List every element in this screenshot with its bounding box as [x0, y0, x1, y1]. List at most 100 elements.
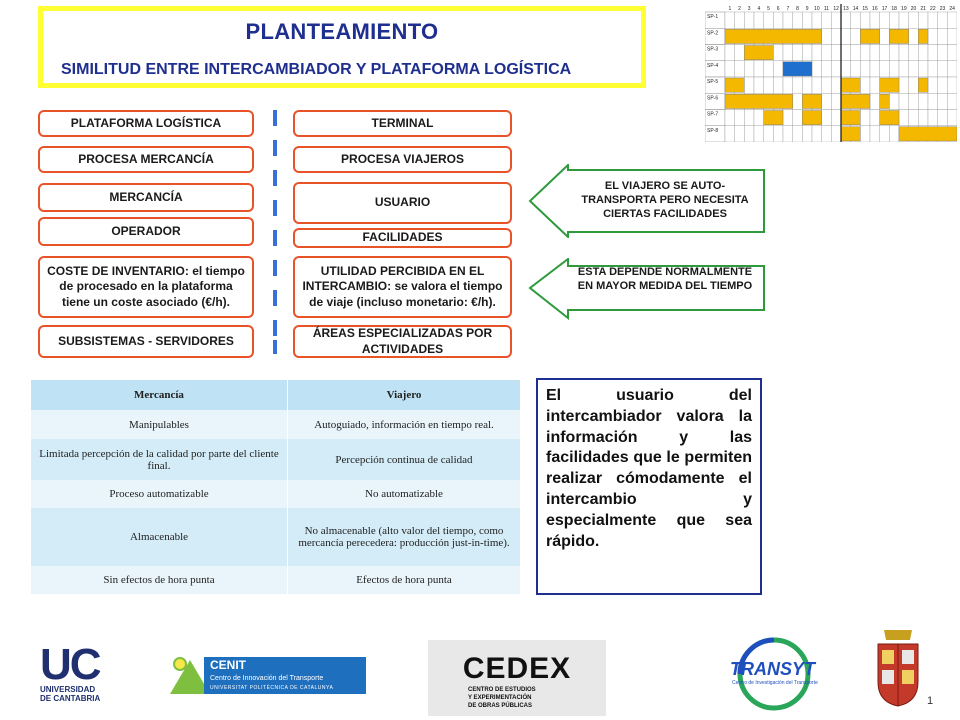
- summary-note: El usuario del intercambiador valora la …: [536, 378, 762, 595]
- gantt-cell: [763, 60, 774, 78]
- gantt-cell: [937, 109, 948, 126]
- gantt-cell: [782, 44, 793, 61]
- gantt-cell: [898, 76, 909, 94]
- gantt-cell: [792, 44, 803, 61]
- gantt-cell: [927, 93, 938, 110]
- callout-text-1: EL VIAJERO SE AUTO-TRANSPORTA PERO NECES…: [581, 180, 749, 220]
- gantt-cell: [840, 11, 851, 29]
- cedex-logo-line1: CENTRO DE ESTUDIOS: [468, 687, 536, 693]
- gantt-bar: [763, 110, 784, 125]
- cenit-logo-name: CENIT: [210, 658, 246, 672]
- gantt-cell: [821, 93, 832, 110]
- gantt-cell: [811, 125, 822, 143]
- gantt-cell: [821, 109, 832, 126]
- gantt-column-label: 14: [853, 6, 859, 12]
- left-box-coste-inventario: COSTE DE INVENTARIO: el tiempo de proces…: [38, 256, 254, 318]
- gantt-cell: [947, 28, 958, 45]
- gantt-cell: [850, 11, 861, 29]
- gantt-cell: [753, 60, 764, 78]
- gantt-column-label: 20: [911, 6, 917, 12]
- table-cell: Almacenable: [31, 508, 288, 566]
- gantt-column-label: 17: [882, 6, 888, 12]
- gantt-cell: [802, 44, 813, 61]
- gantt-cell: [869, 76, 880, 94]
- gantt-cell: [908, 28, 919, 45]
- gantt-column-label: 13: [843, 6, 849, 12]
- gantt-cell: [753, 109, 764, 126]
- gantt-cell: [908, 60, 919, 78]
- cenit-logo: CENIT Centro de Innovación del Transport…: [168, 654, 368, 696]
- gantt-bar: [840, 126, 861, 142]
- coat-of-arms-logo: [870, 626, 926, 708]
- gantt-cell: [879, 11, 890, 29]
- gantt-cell: [879, 28, 890, 45]
- gantt-cell: [908, 44, 919, 61]
- table-cell: Percepción continua de calidad: [287, 439, 520, 480]
- gantt-cell: [763, 76, 774, 94]
- gantt-cell: [860, 76, 871, 94]
- transyt-logo-name: TRANSYT: [730, 659, 815, 679]
- table-header: Viajero: [287, 380, 520, 410]
- gantt-bar: [724, 94, 793, 109]
- gantt-column-label: 16: [872, 6, 878, 12]
- gantt-bar: [879, 110, 900, 125]
- gantt-cell: [918, 44, 929, 61]
- uc-logo: UC UNIVERSIDAD DE CANTABRIA: [40, 643, 118, 715]
- divider-dash: [273, 290, 277, 306]
- gantt-cell: [869, 109, 880, 126]
- gantt-cell: [937, 28, 948, 45]
- gantt-bar: [802, 110, 822, 125]
- cedex-logo: CEDEX CENTRO DE ESTUDIOS Y EXPERIMENTACI…: [428, 640, 606, 716]
- gantt-cell: [724, 109, 735, 126]
- gantt-cell: [763, 11, 774, 29]
- gantt-row-label: SP-7: [707, 112, 718, 118]
- gantt-cell: [860, 60, 871, 78]
- callout-text-2: ESTA DEPENDE NORMALMENTE EN MAYOR MEDIDA…: [577, 266, 753, 292]
- gantt-cell: [898, 93, 909, 110]
- gantt-cell: [773, 11, 784, 29]
- gantt-cell: [821, 44, 832, 61]
- gantt-cell: [918, 93, 929, 110]
- gantt-cell: [937, 44, 948, 61]
- gantt-cell: [937, 11, 948, 29]
- gantt-bar: [840, 77, 861, 93]
- gantt-cell: [947, 109, 958, 126]
- gantt-column-label: 24: [949, 6, 955, 12]
- gantt-cell: [753, 76, 764, 94]
- gantt-cell: [898, 109, 909, 126]
- transyt-logo-graphic: [737, 637, 811, 711]
- gantt-cell: [802, 125, 813, 143]
- gantt-cell: [782, 11, 793, 29]
- gantt-cell: [744, 109, 755, 126]
- gantt-bar: [898, 126, 958, 142]
- left-box-subsistemas: SUBSISTEMAS - SERVIDORES: [38, 325, 254, 358]
- title-box: PLANTEAMIENTO SIMILITUD ENTRE INTERCAMBI…: [38, 6, 646, 88]
- divider-dash: [273, 260, 277, 276]
- right-box-terminal: TERMINAL: [293, 110, 512, 137]
- gantt-cell: [763, 125, 774, 143]
- gantt-column-label: 21: [920, 6, 926, 12]
- gantt-cell: [869, 60, 880, 78]
- gantt-row-label: SP-4: [707, 63, 718, 69]
- gantt-bar: [782, 61, 813, 77]
- gantt-cell: [850, 60, 861, 78]
- gantt-cell: [918, 60, 929, 78]
- gantt-cell: [898, 11, 909, 29]
- gantt-cell: [724, 44, 735, 61]
- gantt-cell: [831, 93, 842, 110]
- gantt-bar: [879, 77, 900, 93]
- gantt-cell: [898, 44, 909, 61]
- transyt-logo: TRANSYT Centro de Investigación del Tran…: [724, 634, 824, 714]
- gantt-bar: [889, 29, 909, 44]
- gantt-cell: [734, 44, 745, 61]
- divider-dash: [273, 340, 277, 354]
- transyt-logo-line1: Centro de Investigación del Transporte: [732, 680, 818, 686]
- gantt-cell: [908, 109, 919, 126]
- left-box-operador: OPERADOR: [38, 217, 254, 246]
- gantt-cell: [889, 93, 900, 110]
- gantt-cell: [869, 125, 880, 143]
- gantt-bar: [724, 77, 745, 93]
- gantt-cell: [811, 76, 822, 94]
- gantt-cell: [889, 60, 900, 78]
- gantt-row-label: SP-8: [707, 128, 718, 134]
